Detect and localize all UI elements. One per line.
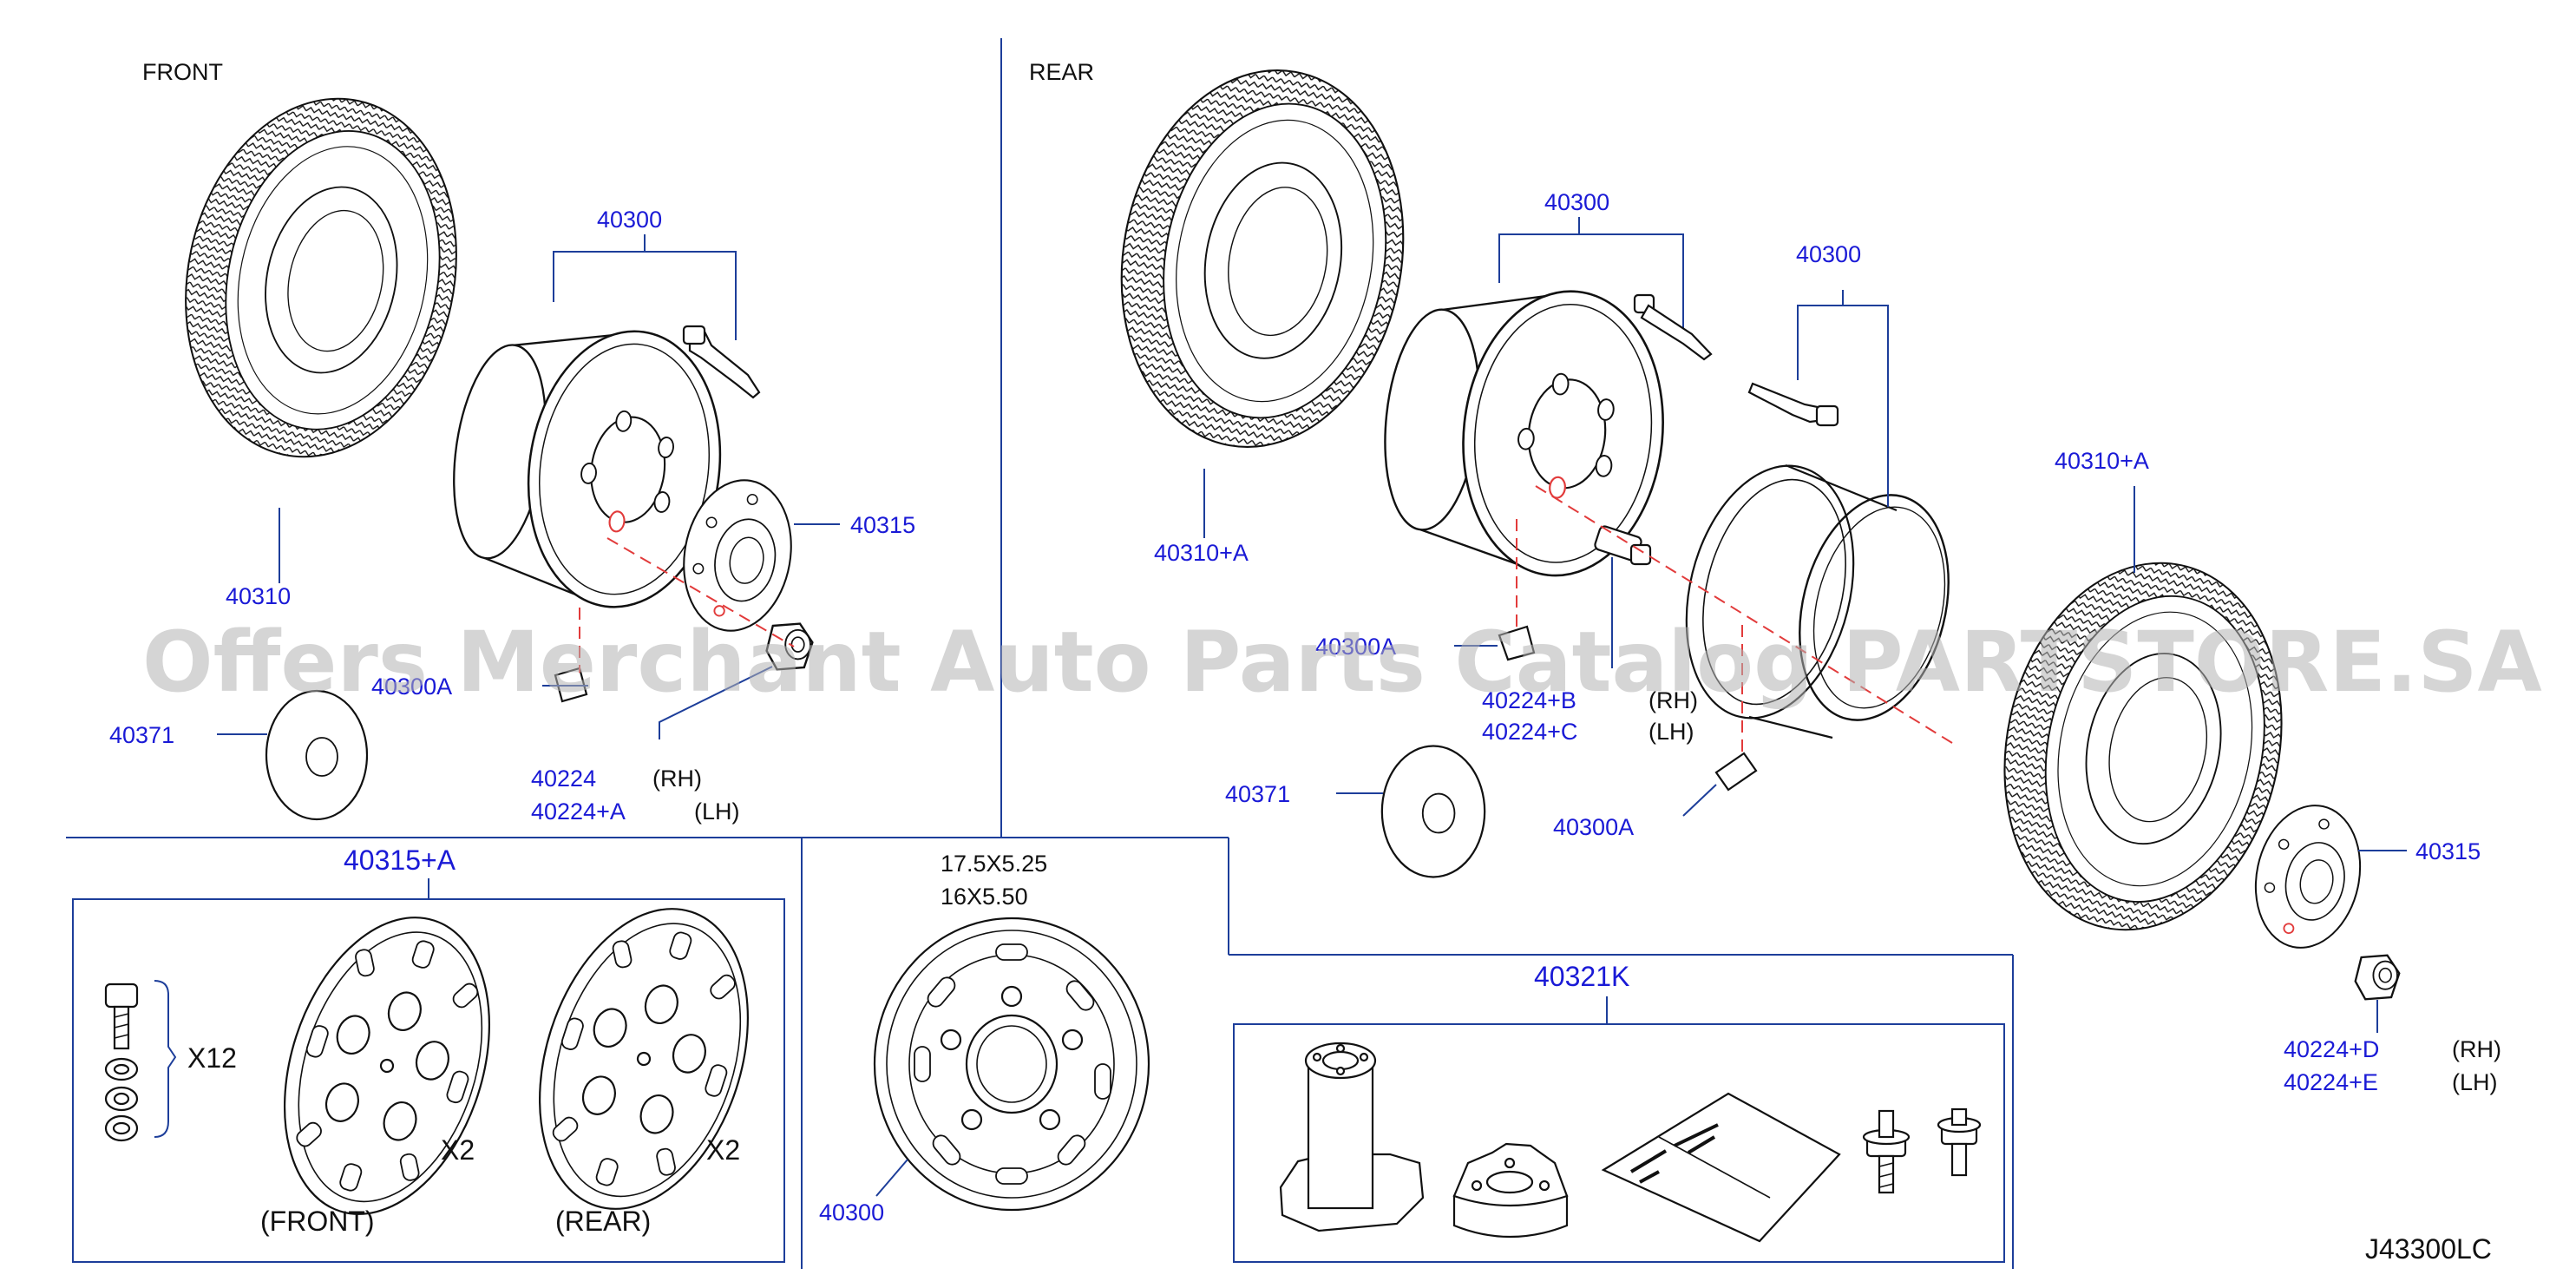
wheel-size-2: 16X5.50 <box>941 884 1028 910</box>
rear-outer-nut-rh-part-number[interactable]: 40224+D <box>2284 1036 2379 1062</box>
front-tire-part-number[interactable]: 40310 <box>226 583 291 609</box>
watermark-text: Offers Merchant Auto Parts Catalog PARTS… <box>142 614 2542 711</box>
rear-outer-nut-lh-part-number[interactable]: 40224+E <box>2284 1069 2378 1095</box>
wheel-front-view[interactable] <box>873 917 1150 1212</box>
rear-outer-wheel-nut[interactable] <box>2354 954 2401 1001</box>
wheel-cover-part-number[interactable]: 40315+A <box>344 844 456 876</box>
rear-inner-tire-part-number[interactable]: 40310+A <box>1154 540 1249 566</box>
tool-bolt-2[interactable] <box>1937 1107 1982 1177</box>
rear-outer-wheel-part-number[interactable]: 40300 <box>1796 241 1861 267</box>
tool-adapter[interactable] <box>1452 1142 1569 1239</box>
rear-inner-nut-lh-label: (LH) <box>1649 719 1694 745</box>
rear-outer-valve-cap[interactable] <box>1714 752 1758 792</box>
rear-inner-wheel-part-number[interactable]: 40300 <box>1544 189 1609 215</box>
rear-inner-valve-cap[interactable] <box>1498 625 1536 661</box>
rear-inner-valve-part-number[interactable]: 40300A <box>1315 634 1396 660</box>
rear-wheel-cover[interactable] <box>503 882 783 1236</box>
wheel-cover-box-frame <box>72 898 785 1263</box>
rear-outer-valve-part-number[interactable]: 40300A <box>1553 814 1634 840</box>
rear-washer[interactable] <box>1380 745 1486 878</box>
rear-section-label: REAR <box>1029 59 1094 85</box>
front-cap-part-number[interactable]: 40315 <box>850 512 915 538</box>
front-valve-part-number[interactable]: 40300A <box>371 674 452 700</box>
rear-outer-valve-stem[interactable] <box>1747 382 1839 427</box>
rear-inner-valve-stem[interactable] <box>1633 293 1713 361</box>
rear-wheel-cover-caption: (REAR) <box>555 1206 651 1237</box>
wheel-cover-bolt-quantity: X12 <box>187 1042 237 1074</box>
rear-inner-nut-rh-label: (RH) <box>1649 687 1698 713</box>
front-wheel-cover-quantity: X2 <box>441 1134 475 1166</box>
rear-inner-tire[interactable] <box>1091 46 1433 471</box>
front-nut-lh-part-number[interactable]: 40224+A <box>531 798 626 825</box>
tool-bolt-1[interactable] <box>1862 1109 1911 1194</box>
rear-outer-tire-part-number[interactable]: 40310+A <box>2055 448 2149 474</box>
wheel-box-part-number[interactable]: 40300 <box>819 1199 884 1226</box>
front-section-label: FRONT <box>142 59 223 85</box>
tool-kit-box-frame <box>1233 1023 2005 1263</box>
rear-inner-wheel-stud[interactable] <box>1594 525 1652 566</box>
front-wheel-part-number[interactable]: 40300 <box>597 207 662 233</box>
rear-cap-part-number[interactable]: 40315 <box>2415 838 2481 864</box>
rear-washer-part-number[interactable]: 40371 <box>1225 781 1290 807</box>
rear-inner-nut-lh-part-number[interactable]: 40224+C <box>1482 719 1577 745</box>
rear-outer-wheel-rim[interactable] <box>1662 448 1971 739</box>
rear-wheel-cover-quantity: X2 <box>706 1134 740 1166</box>
wheel-cover-bolt-set[interactable] <box>104 982 139 1142</box>
front-nut-rh-label: (RH) <box>652 766 702 792</box>
front-wheel-cover[interactable] <box>249 891 525 1241</box>
wheel-nut-wrench-socket[interactable] <box>1279 1042 1425 1232</box>
front-tire[interactable] <box>152 72 490 483</box>
drawing-code: J43300LC <box>2365 1233 2492 1265</box>
front-nut-lh-label: (LH) <box>694 798 740 825</box>
front-washer-part-number[interactable]: 40371 <box>109 722 174 748</box>
front-nut-rh-part-number[interactable]: 40224 <box>531 766 596 792</box>
rear-outer-nut-rh-label: (RH) <box>2452 1036 2501 1062</box>
front-wheel-cover-caption: (FRONT) <box>260 1206 375 1237</box>
rear-inner-nut-rh-part-number[interactable]: 40224+B <box>1482 687 1576 713</box>
wheel-size-1: 17.5X5.25 <box>941 851 1047 877</box>
front-valve-stem[interactable] <box>682 325 761 399</box>
rear-outer-nut-lh-label: (LH) <box>2452 1069 2498 1095</box>
tool-kit-part-number[interactable]: 40321K <box>1534 961 1629 992</box>
instruction-sheet[interactable] <box>1601 1092 1841 1243</box>
